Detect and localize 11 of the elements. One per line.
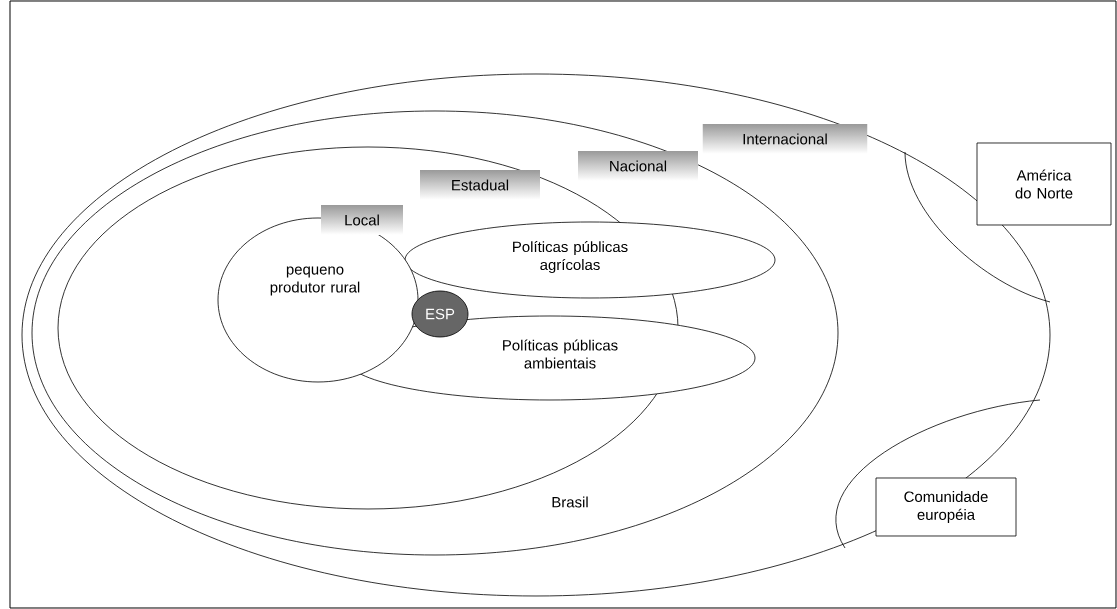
region-label: Nacional [610,160,667,172]
region-label: América do Norte [1015,169,1073,199]
region-label: Políticas públicas ambientais [503,339,618,369]
region-label: pequeno produtor rural [270,266,360,296]
region-label: Estadual [452,179,509,191]
region-label: Comunidade européia [904,491,988,523]
circle-label: ESP [426,308,455,320]
region-label: Internacional [743,133,827,145]
region-label: Brasil [552,496,588,508]
region-label: Políticas públicas agrícolas [513,241,628,273]
region-label: Local [345,214,379,226]
